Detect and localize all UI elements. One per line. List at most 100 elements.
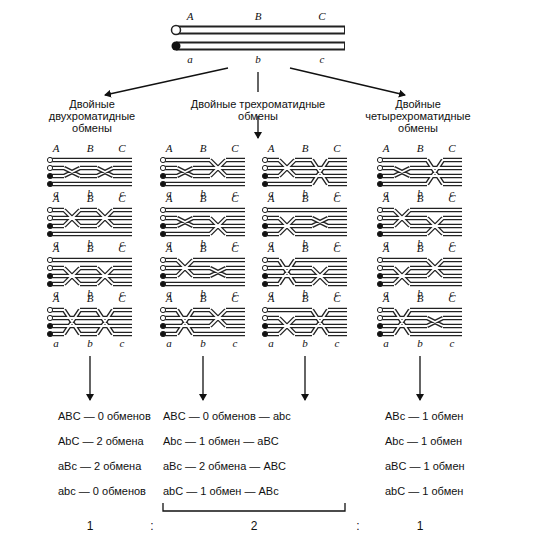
centromere — [160, 157, 165, 162]
result-line: Abc — 1 обмен — [385, 435, 462, 448]
allele-label: A — [166, 192, 173, 204]
tetrad — [377, 207, 462, 236]
allele-label: B — [87, 242, 94, 254]
tetrad-group — [47, 157, 462, 336]
centromere — [377, 207, 382, 212]
chromatid-fill — [163, 160, 245, 184]
centromere — [377, 157, 382, 162]
column-header: Двойные четырехроматидные обмены — [361, 98, 476, 134]
allele-label: c — [120, 337, 125, 349]
centromere — [377, 331, 382, 336]
allele-label: c — [320, 53, 325, 65]
allele-label: B — [200, 142, 207, 154]
centromere — [160, 173, 165, 178]
allele-label: A — [187, 10, 194, 22]
chromatid-outline — [380, 310, 462, 334]
centromere — [262, 307, 267, 312]
chromatid-fill — [380, 310, 462, 334]
centromere — [160, 231, 165, 236]
allele-label: a — [383, 337, 389, 349]
result-line: ABC — 0 обменов — abc — [163, 410, 291, 423]
chromatid-outline — [380, 160, 462, 184]
chromatid-fill — [163, 310, 245, 334]
allele-label: c — [450, 337, 455, 349]
allele-label: B — [87, 142, 94, 154]
arrow — [89, 356, 90, 400]
chromatid-outline — [163, 210, 245, 234]
chromatid-fill — [265, 210, 347, 234]
arrow — [105, 68, 228, 95]
allele-label: C — [118, 242, 125, 254]
column-header: Двойные трехроматидные обмены — [173, 98, 343, 122]
allele-label: A — [383, 292, 390, 304]
parent-chromosomes — [172, 26, 346, 51]
chromatid-fill — [50, 310, 132, 334]
allele-label: A — [383, 192, 390, 204]
arrow — [419, 356, 420, 400]
allele-label: A — [383, 142, 390, 154]
centromere — [377, 165, 382, 170]
allele-label: C — [448, 292, 455, 304]
chromatid-outline — [265, 310, 347, 334]
centromere — [47, 281, 52, 286]
allele-label: A — [268, 142, 275, 154]
allele-label: C — [448, 242, 455, 254]
centromere — [47, 223, 52, 228]
tetrad — [47, 307, 132, 336]
ratio-number: : — [356, 520, 359, 533]
tetrad — [47, 157, 132, 186]
centromere — [377, 215, 382, 220]
allele-label: C — [318, 10, 325, 22]
allele-label: A — [53, 192, 60, 204]
chromatid-outline — [380, 260, 462, 284]
chromatid-outline — [380, 210, 462, 234]
chromatid-outline — [265, 160, 347, 184]
centromere — [377, 223, 382, 228]
allele-label: B — [302, 192, 309, 204]
centromere — [377, 265, 382, 270]
allele-label: C — [448, 142, 455, 154]
allele-label: b — [200, 337, 206, 349]
chromatid-outline — [265, 210, 347, 234]
centromere — [377, 315, 382, 320]
chromatid-outline — [163, 260, 245, 284]
allele-label: A — [53, 142, 60, 154]
centromere — [262, 157, 267, 162]
centromere — [262, 215, 267, 220]
result-line: abC — 1 обмен — [385, 485, 463, 498]
chromosome-upper-fill — [177, 28, 344, 33]
chromosome-lower-fill — [177, 44, 344, 49]
centromere — [47, 307, 52, 312]
arrow-stem — [257, 72, 258, 92]
chromatid-fill — [163, 210, 245, 234]
centromere — [377, 323, 382, 328]
ratio-number: 1 — [417, 520, 424, 533]
chromatid-fill — [380, 160, 462, 184]
column-header: Двойные двухроматидные обмены — [40, 98, 145, 134]
result-line: aBC — 1 обмен — [385, 460, 465, 473]
allele-label: C — [333, 292, 340, 304]
chromosome-lower — [176, 42, 345, 51]
allele-label: B — [417, 142, 424, 154]
tetrad — [377, 257, 462, 286]
allele-label: C — [333, 142, 340, 154]
centromere — [160, 281, 165, 286]
centromere — [160, 273, 165, 278]
centromere — [47, 331, 52, 336]
result-line: ABc — 1 обмен — [385, 410, 463, 423]
chromatid-fill — [265, 310, 347, 334]
allele-label: B — [87, 292, 94, 304]
chromatid-outline — [50, 160, 132, 184]
centromere — [160, 307, 165, 312]
allele-label: C — [231, 292, 238, 304]
allele-label: B — [200, 192, 207, 204]
centromere — [262, 315, 267, 320]
centromere — [262, 323, 267, 328]
allele-label: b — [255, 53, 261, 65]
chromatid-fill — [265, 160, 347, 184]
centromere — [172, 42, 181, 51]
allele-label: B — [87, 192, 94, 204]
allele-label: B — [200, 242, 207, 254]
centromere — [262, 165, 267, 170]
